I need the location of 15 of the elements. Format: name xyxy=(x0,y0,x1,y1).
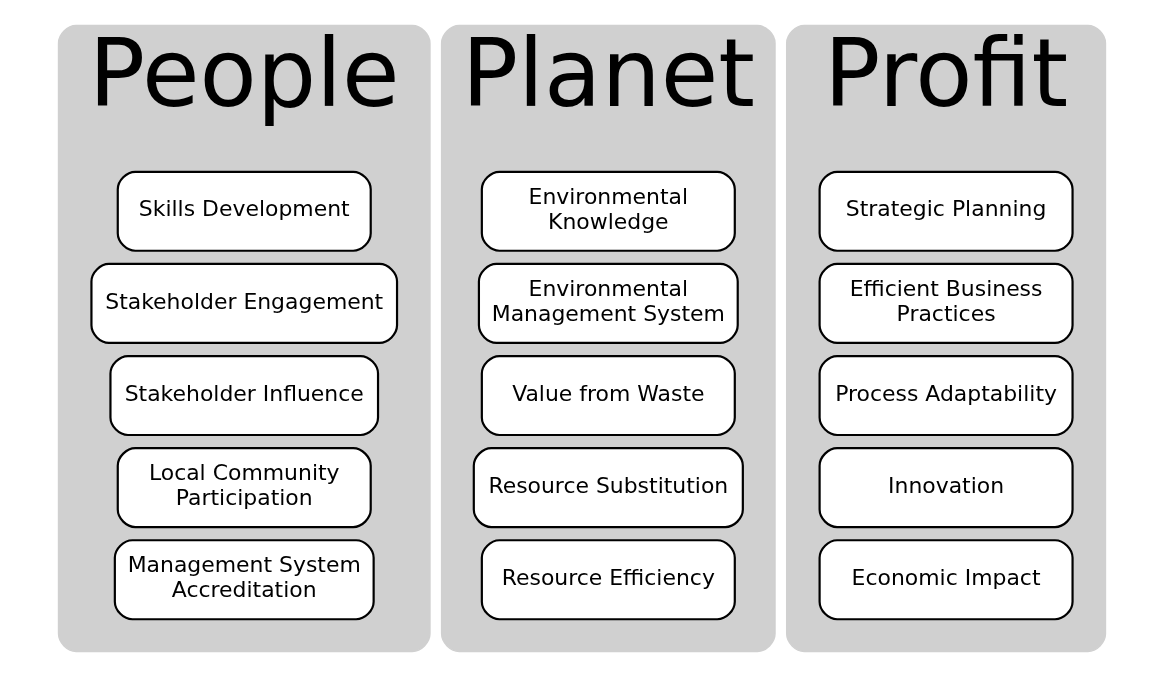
node-box: Innovation xyxy=(818,447,1074,529)
node-box: Economic Impact xyxy=(818,539,1074,621)
node-box: Environmental Knowledge xyxy=(480,170,736,252)
node-box: Stakeholder Influence xyxy=(109,354,380,437)
node-box: Skills Development xyxy=(116,170,372,252)
node-box: Management System Accreditation xyxy=(113,539,375,621)
node-box: Efficient Business Practices xyxy=(818,262,1074,344)
node-box: Environmental Management System xyxy=(477,262,739,344)
node-box: Process Adaptability xyxy=(818,354,1074,437)
node-box: Strategic Planning xyxy=(818,170,1074,252)
node-box: Stakeholder Engagement xyxy=(90,262,399,344)
node-box: Resource Efficiency xyxy=(480,539,736,621)
node-box: Value from Waste xyxy=(480,354,736,437)
node-box: Local Community Participation xyxy=(116,447,372,529)
node-box: Resource Substitution xyxy=(472,447,744,529)
